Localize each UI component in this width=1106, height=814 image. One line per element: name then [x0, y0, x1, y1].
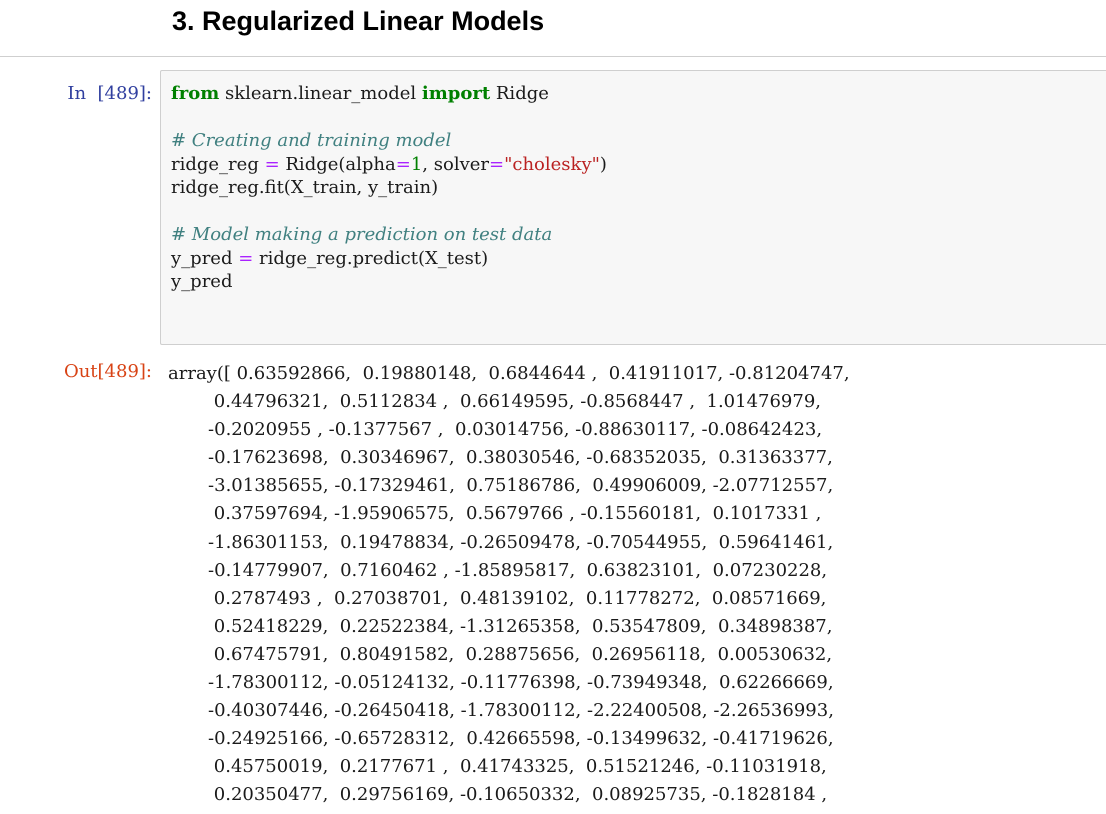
code-text: ) [599, 153, 607, 175]
output-prompt: Out[489]: [63, 361, 152, 382]
code-line: y_pred [171, 270, 607, 294]
keyword: import [421, 83, 491, 104]
code-text: ridge_reg.fit(X_train, y_train) [171, 177, 439, 198]
code-line [171, 200, 607, 224]
code-text: Ridge(alpha [279, 153, 396, 175]
output-line: 0.20350477, 0.29756169, -0.10650332, 0.0… [168, 784, 828, 806]
code-text: , solver [422, 153, 489, 175]
code-line: ridge_reg.fit(X_train, y_train) [171, 176, 607, 200]
section-heading: 3. Regularized Linear Models [172, 6, 545, 36]
comment: # Creating and training model [171, 130, 452, 151]
input-prompt: In [489]: [67, 83, 152, 104]
output-line: 0.45750019, 0.2177671 , 0.41743325, 0.51… [168, 756, 827, 778]
string-literal: "cholesky" [504, 153, 600, 175]
code-text: y_pred [171, 247, 239, 269]
code-cell-input[interactable]: from sklearn.linear_model import Ridge # … [160, 70, 1106, 345]
code-line [171, 106, 607, 130]
code-line: y_pred = ridge_reg.predict(X_test) [171, 247, 607, 271]
output-line: -0.17623698, 0.30346967, 0.38030546, -0.… [168, 447, 833, 469]
code-text: y_pred [171, 271, 233, 292]
output-line: 0.67475791, 0.80491582, 0.28875656, 0.26… [168, 643, 833, 665]
output-line: 0.37597694, -1.95906575, 0.5679766 , -0.… [168, 503, 822, 525]
code-line: # Model making a prediction on test data [171, 223, 607, 247]
code-text: ridge_reg.predict(X_test) [253, 247, 489, 269]
operator: = [395, 153, 411, 175]
operator: = [489, 153, 505, 175]
output-line: 0.52418229, 0.22522384, -1.31265358, 0.5… [168, 615, 833, 637]
code-line: from sklearn.linear_model import Ridge [171, 82, 607, 106]
code-text: sklearn.linear_model [219, 83, 422, 104]
operator: = [264, 153, 280, 175]
operator: = [238, 247, 254, 269]
code-text: ridge_reg [171, 153, 265, 175]
output-line: 0.2787493 , 0.27038701, 0.48139102, 0.11… [168, 587, 827, 609]
output-line: array([ 0.63592866, 0.19880148, 0.684464… [168, 363, 850, 384]
comment: # Model making a prediction on test data [171, 224, 553, 245]
code-text: Ridge [490, 83, 549, 104]
output-line: -0.40307446, -0.26450418, -1.78300112, -… [168, 700, 834, 722]
output-line: -1.78300112, -0.05124132, -0.11776398, -… [168, 672, 834, 694]
output-line: -0.24925166, -0.65728312, 0.42665598, -0… [168, 728, 834, 750]
heading-divider [0, 56, 1106, 57]
output-line: -1.86301153, 0.19478834, -0.26509478, -0… [168, 531, 834, 553]
output-line: -0.14779907, 0.7160462 , -1.85895817, 0.… [168, 559, 828, 581]
code-line: ridge_reg = Ridge(alpha=1, solver="chole… [171, 153, 607, 177]
code-line: # Creating and training model [171, 129, 607, 153]
output-line: -0.2020955 , -0.1377567 , 0.03014756, -0… [168, 419, 823, 441]
number-literal: 1 [410, 153, 423, 175]
code-editor[interactable]: from sklearn.linear_model import Ridge # … [171, 82, 607, 294]
cell-output: array([ 0.63592866, 0.19880148, 0.684464… [168, 360, 850, 810]
keyword: from [171, 83, 220, 104]
output-line: -3.01385655, -0.17329461, 0.75186786, 0.… [168, 475, 834, 497]
output-line: 0.44796321, 0.5112834 , 0.66149595, -0.8… [168, 391, 822, 413]
